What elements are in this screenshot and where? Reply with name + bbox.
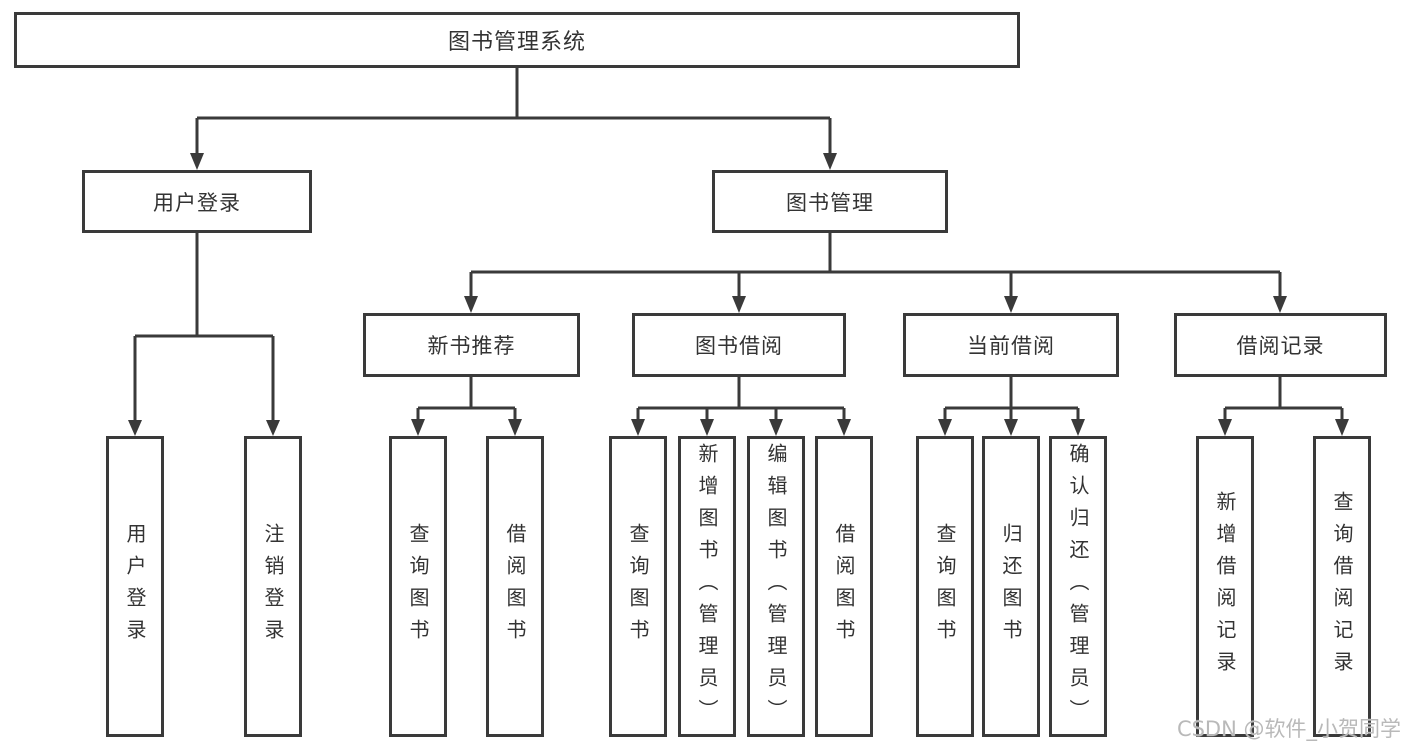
node-label: 查询图书 bbox=[626, 522, 650, 651]
leaf-borrow-books: 借阅图书 bbox=[815, 436, 873, 737]
connector-current-borrow-to-leaves bbox=[938, 377, 1085, 436]
leaf-query-books-borrow: 查询图书 bbox=[609, 436, 667, 737]
leaf-confirm-return-admin: 确认归还（管理员） bbox=[1049, 436, 1107, 737]
node-label: 确认归还（管理员） bbox=[1066, 442, 1090, 731]
node-label: 查询借阅记录 bbox=[1330, 490, 1354, 683]
node-label: 编辑图书（管理员） bbox=[764, 442, 788, 731]
node-label: 新增借阅记录 bbox=[1213, 490, 1237, 683]
leaf-add-borrow-record: 新增借阅记录 bbox=[1196, 436, 1254, 737]
leaf-add-books-admin: 新增图书（管理员） bbox=[678, 436, 736, 737]
node-label: 用户登录 bbox=[123, 522, 147, 651]
node-label: 图书管理系统 bbox=[447, 30, 586, 55]
node-label: 图书借阅 bbox=[695, 334, 783, 358]
leaf-return-books: 归还图书 bbox=[982, 436, 1040, 737]
connector-book-borrow-to-leaves bbox=[631, 377, 851, 436]
leaf-user-login: 用户登录 bbox=[106, 436, 164, 737]
node-label: 借阅记录 bbox=[1236, 334, 1325, 358]
leaf-query-books-current: 查询图书 bbox=[916, 436, 974, 737]
node-current-borrowing: 当前借阅 bbox=[903, 313, 1119, 377]
leaf-query-books-rec: 查询图书 bbox=[389, 436, 447, 737]
leaf-edit-books-admin: 编辑图书（管理员） bbox=[747, 436, 805, 737]
node-book-management: 图书管理 bbox=[712, 170, 948, 233]
node-label: 归还图书 bbox=[999, 522, 1023, 651]
connector-borrow-records-to-leaves bbox=[1218, 377, 1349, 436]
node-user-login: 用户登录 bbox=[82, 170, 312, 233]
csdn-watermark: CSDN @软件_小贺同学 bbox=[1176, 717, 1401, 741]
connector-user-login-to-leaves bbox=[128, 233, 280, 436]
node-label: 新增图书（管理员） bbox=[695, 442, 719, 731]
connector-book-management-to-level3 bbox=[464, 233, 1287, 313]
leaf-logout: 注销登录 bbox=[244, 436, 302, 737]
node-borrowing-records: 借阅记录 bbox=[1174, 313, 1387, 377]
node-book-borrowing: 图书借阅 bbox=[632, 313, 846, 377]
node-label: 新书推荐 bbox=[427, 334, 516, 358]
connector-root-to-level2 bbox=[190, 68, 837, 170]
connector-new-book-rec-to-leaves bbox=[411, 377, 522, 436]
node-new-book-recommendation: 新书推荐 bbox=[363, 313, 580, 377]
node-label: 用户登录 bbox=[153, 190, 241, 215]
node-label: 查询图书 bbox=[933, 522, 957, 651]
node-label: 当前借阅 bbox=[967, 334, 1055, 358]
node-label: 图书管理 bbox=[786, 190, 874, 215]
node-label: 借阅图书 bbox=[503, 522, 527, 651]
leaf-query-borrow-record: 查询借阅记录 bbox=[1313, 436, 1371, 737]
node-label: 查询图书 bbox=[406, 522, 430, 651]
node-label: 借阅图书 bbox=[832, 522, 856, 651]
leaf-borrow-books-rec: 借阅图书 bbox=[486, 436, 544, 737]
node-library-management-system: 图书管理系统 bbox=[14, 12, 1020, 68]
node-label: 注销登录 bbox=[261, 522, 285, 651]
